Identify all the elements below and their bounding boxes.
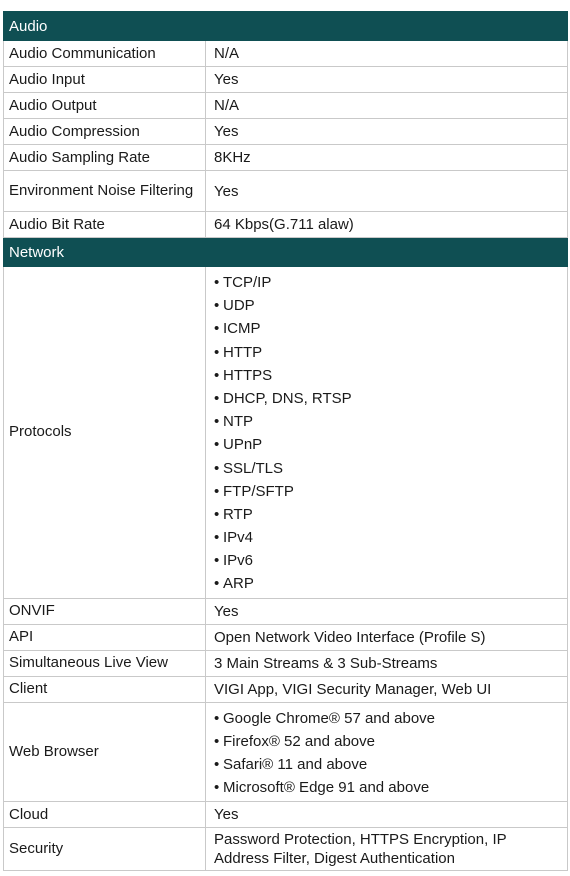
bullet-icon: • (214, 482, 220, 500)
list-item: •HTTP (214, 341, 561, 364)
list-item: •IPv4 (214, 526, 561, 549)
row-label: Audio Output (3, 92, 206, 119)
list-item: •IPv6 (214, 549, 561, 572)
row-label: Cloud (3, 801, 206, 829)
row-value: VIGI App, VIGI Security Manager, Web UI (205, 675, 568, 703)
list-item: •UDP (214, 294, 561, 317)
list-item: •ICMP (214, 317, 561, 340)
security-value-line: Password Protection, HTTPS Encryption, I… (214, 831, 507, 849)
table-row-client: Client VIGI App, VIGI Security Manager, … (3, 675, 568, 703)
spec-table: Audio Audio Communication N/A Audio Inpu… (3, 11, 568, 872)
bullet-icon: • (214, 756, 220, 773)
row-label: Protocols (3, 266, 206, 599)
table-row-audio-sampling-rate: Audio Sampling Rate 8KHz (3, 144, 568, 171)
bullet-icon: • (214, 297, 220, 315)
row-value: •Google Chrome® 57 and above •Firefox® 5… (205, 701, 568, 803)
list-item: •UPnP (214, 433, 561, 456)
row-label: Audio Input (3, 66, 206, 93)
row-label: Audio Compression (3, 118, 206, 145)
section-title-audio: Audio (3, 11, 568, 41)
bullet-icon: • (214, 274, 220, 291)
row-value: Password Protection, HTTPS Encryption, I… (205, 827, 568, 872)
section-title-network: Network (3, 237, 568, 267)
table-row-audio-bit-rate: Audio Bit Rate 64 Kbps(G.711 alaw) (3, 211, 568, 238)
row-value: 8KHz (205, 144, 568, 171)
row-value: Yes (205, 66, 568, 93)
bullet-icon: • (214, 343, 220, 361)
row-label: Audio Sampling Rate (3, 144, 206, 171)
row-label: ONVIF (3, 597, 206, 625)
row-value: Yes (205, 597, 568, 625)
list-item: •DHCP, DNS, RTSP (214, 387, 561, 410)
bullet-icon: • (214, 320, 220, 338)
bullet-icon: • (214, 779, 220, 797)
row-label: API (3, 623, 206, 651)
bullet-icon: • (214, 413, 220, 431)
table-row-onvif: ONVIF Yes (3, 597, 568, 625)
row-label: Web Browser (3, 701, 206, 803)
bullet-icon: • (214, 709, 220, 727)
list-item: •Google Chrome® 57 and above (214, 707, 561, 730)
bullet-icon: • (214, 529, 220, 547)
bullet-icon: • (214, 552, 220, 570)
row-label: Simultaneous Live View (3, 649, 206, 677)
bullet-icon: • (214, 366, 220, 384)
table-row-simultaneous-live-view: Simultaneous Live View 3 Main Streams & … (3, 649, 568, 677)
table-row-api: API Open Network Video Interface (Profil… (3, 623, 568, 651)
row-value: •TCP/IP •UDP •ICMP •HTTP •HTTPS •DHCP, D… (205, 266, 568, 599)
row-label: Audio Bit Rate (3, 211, 206, 238)
list-item: •ARP (214, 572, 561, 595)
row-value: Yes (205, 801, 568, 829)
list-item: •RTP (214, 503, 561, 526)
section-header-network: Network (3, 237, 568, 267)
bullet-icon: • (214, 459, 220, 477)
list-item: •Safari® 11 and above (214, 753, 561, 776)
bullet-icon: • (214, 575, 220, 593)
table-row-cloud: Cloud Yes (3, 801, 568, 829)
protocols-list: •TCP/IP •UDP •ICMP •HTTP •HTTPS •DHCP, D… (214, 267, 561, 598)
row-label: Client (3, 675, 206, 703)
list-item: •TCP/IP (214, 271, 561, 294)
table-row-audio-output: Audio Output N/A (3, 92, 568, 119)
bullet-icon: • (214, 505, 220, 523)
bullet-icon: • (214, 436, 220, 454)
table-row-audio-communication: Audio Communication N/A (3, 40, 568, 67)
list-item: •SSL/TLS (214, 457, 561, 480)
list-item: •Microsoft® Edge 91 and above (214, 776, 561, 799)
spec-sheet: Audio Audio Communication N/A Audio Inpu… (3, 11, 568, 872)
table-row-audio-input: Audio Input Yes (3, 66, 568, 93)
row-value: Yes (205, 170, 568, 212)
bullet-icon: • (214, 732, 220, 750)
section-header-audio: Audio (3, 11, 568, 41)
row-value: N/A (205, 92, 568, 119)
row-label: Environment Noise Filtering (3, 170, 206, 212)
table-row-protocols: Protocols •TCP/IP •UDP •ICMP •HTTP •HTTP… (3, 266, 568, 599)
list-item: •Firefox® 52 and above (214, 730, 561, 753)
row-value: N/A (205, 40, 568, 67)
row-value: 3 Main Streams & 3 Sub-Streams (205, 649, 568, 677)
list-item: •HTTPS (214, 364, 561, 387)
security-value: Password Protection, HTTPS Encryption, I… (214, 828, 561, 870)
row-value: Yes (205, 118, 568, 145)
bullet-icon: • (214, 389, 220, 407)
row-value: Open Network Video Interface (Profile S) (205, 623, 568, 651)
table-row-web-browser: Web Browser •Google Chrome® 57 and above… (3, 701, 568, 803)
list-item: •FTP/SFTP (214, 480, 561, 503)
table-row-security: Security Password Protection, HTTPS Encr… (3, 827, 568, 872)
list-item: •NTP (214, 410, 561, 433)
security-value-line: Address Filter, Digest Authentication (214, 850, 455, 868)
table-row-audio-compression: Audio Compression Yes (3, 118, 568, 145)
table-row-environment-noise-filtering: Environment Noise Filtering Yes (3, 170, 568, 212)
row-label: Security (3, 827, 206, 872)
web-browser-list: •Google Chrome® 57 and above •Firefox® 5… (214, 703, 561, 802)
row-value: 64 Kbps(G.711 alaw) (205, 211, 568, 238)
row-label: Audio Communication (3, 40, 206, 67)
